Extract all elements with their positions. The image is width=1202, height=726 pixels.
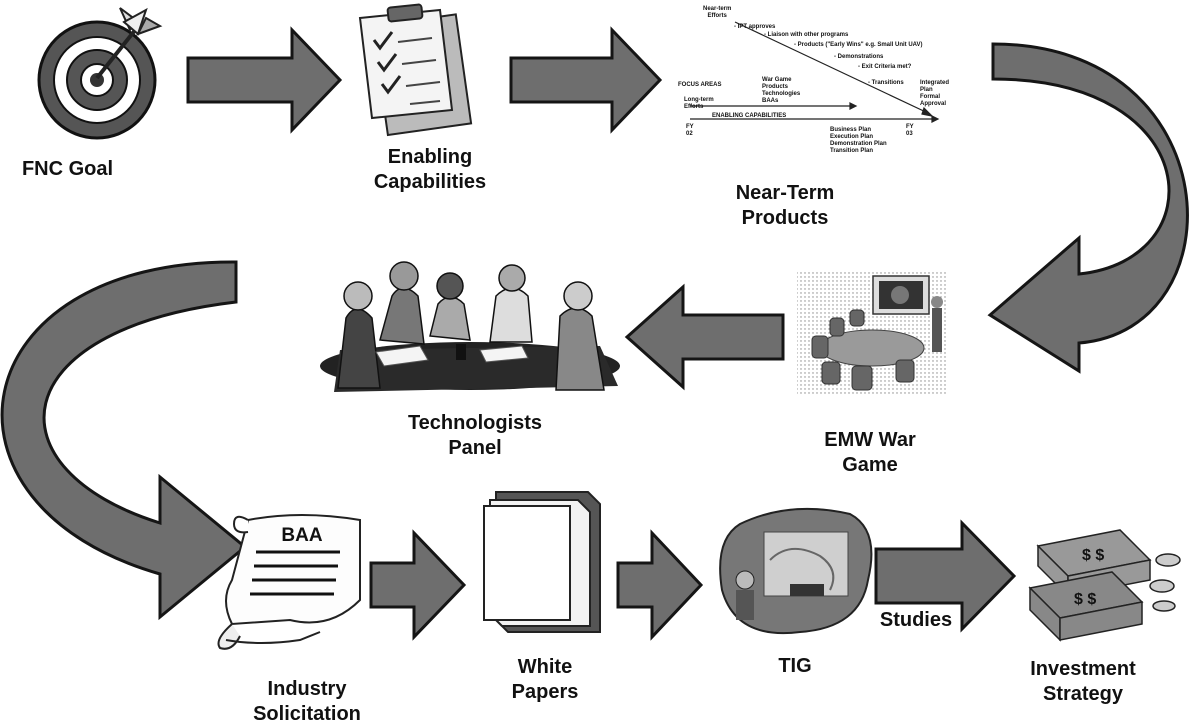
target-icon xyxy=(37,7,163,140)
label-near-term-products: Near-Term Products xyxy=(735,182,835,229)
timeline-near-term-efforts: Near-term Efforts xyxy=(703,6,732,19)
timeline-products: - Products ("Early Wins" e.g. Small Unit… xyxy=(794,42,923,48)
baa-scroll-icon xyxy=(217,514,361,650)
arrow-goal-to-capabilities xyxy=(186,26,343,134)
money-stacks-icon: $ $ $ $ xyxy=(1028,529,1181,642)
timeline-plans: Business Plan Execution Plan Demonstrati… xyxy=(830,127,887,154)
war-game-room-image xyxy=(797,270,947,394)
arrow-tig-to-investment xyxy=(874,519,1017,633)
svg-text:$ $: $ $ xyxy=(1082,547,1104,564)
timeline-chart xyxy=(690,21,940,123)
label-studies: Studies xyxy=(879,609,953,631)
timeline-enabling-capabilities: ENABLING CAPABILITIES xyxy=(712,113,787,119)
curved-arrow-products-to-wargame xyxy=(987,42,1189,374)
arrow-wargame-to-panel xyxy=(624,283,785,391)
timeline-integrated-plan: Integrated Plan Formal Approval xyxy=(920,80,950,107)
svg-text:$ $: $ $ xyxy=(1074,591,1096,608)
meeting-people-image xyxy=(320,261,620,392)
timeline-liaison: - Liaison with other programs xyxy=(764,32,849,38)
arrow-whitepapers-to-tig xyxy=(616,529,704,641)
curved-arrow-panel-to-baa xyxy=(0,260,248,621)
timeline-fy02: FY 02 xyxy=(686,124,694,137)
clipboard-icon xyxy=(358,3,473,137)
baa-title: BAA xyxy=(281,525,323,546)
timeline-focus-areas: FOCUS AREAS xyxy=(678,82,722,88)
white-papers-stack-icon xyxy=(483,491,601,633)
label-enabling-capabilities: Enabling Capabilities xyxy=(373,146,487,193)
timeline-fy03: FY 03 xyxy=(906,124,914,137)
tig-meeting-image xyxy=(719,507,873,634)
label-white-papers: White Papers xyxy=(511,656,579,703)
label-fnc-goal: FNC Goal xyxy=(21,158,114,180)
timeline-long-term-efforts: Long-term Efforts xyxy=(684,97,714,110)
label-technologists-panel: Technologists Panel xyxy=(407,412,543,459)
timeline-demonstrations: - Demonstrations xyxy=(834,54,884,60)
timeline-transitions: - Transitions xyxy=(868,80,904,86)
label-tig: TIG xyxy=(778,655,812,677)
timeline-ipt: - IPT approves xyxy=(734,24,776,30)
timeline-war-game: War Game Products Technologies BAAs xyxy=(762,77,801,104)
label-industry-solicitation: Industry Solicitation xyxy=(253,678,361,725)
timeline-exit-criteria: - Exit Criteria met? xyxy=(858,64,912,70)
label-emw-war-game: EMW War Game xyxy=(824,429,916,476)
label-investment-strategy: Investment Strategy xyxy=(1030,658,1136,705)
arrow-capabilities-to-products xyxy=(509,26,663,134)
arrow-baa-to-whitepapers xyxy=(369,529,467,641)
